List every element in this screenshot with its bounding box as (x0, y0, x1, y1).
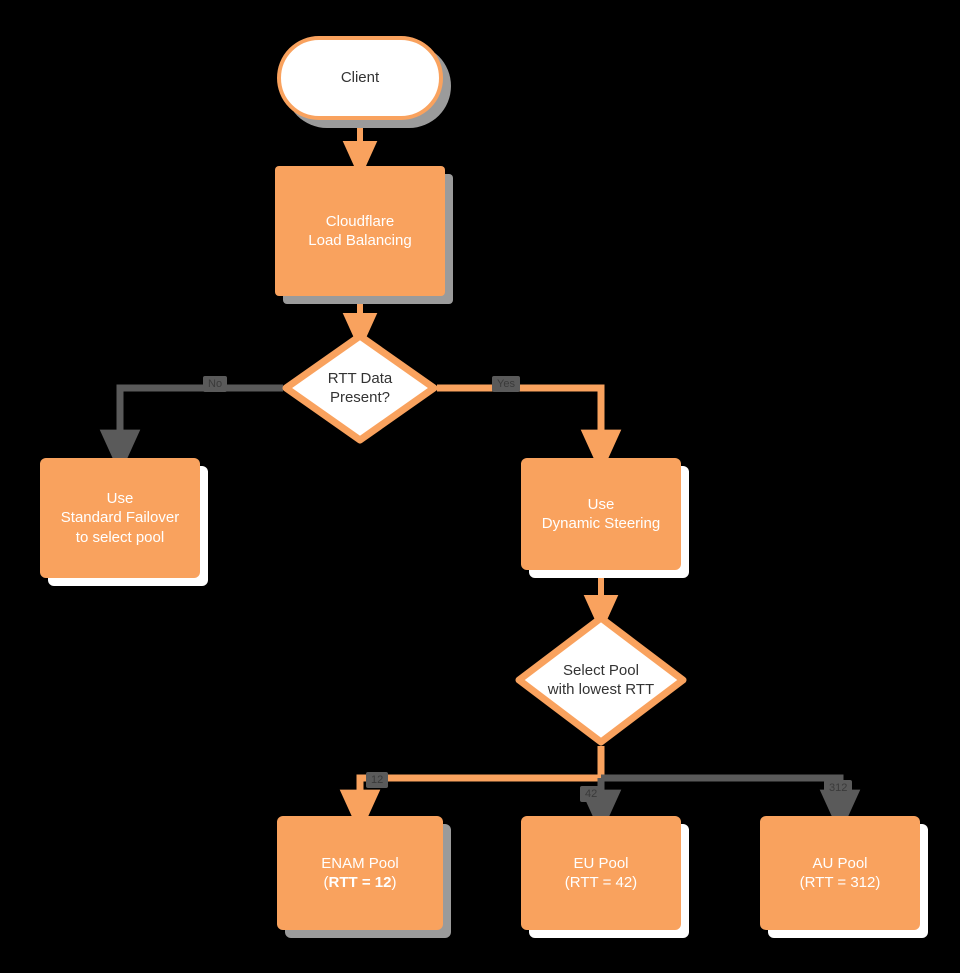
edge-rtt-yes-to-steering (437, 384, 622, 475)
node-select-pool[interactable]: Select Pool with lowest RTT (513, 612, 689, 748)
node-eu-pool-label: EU Pool (RTT = 42) (564, 854, 638, 891)
node-client[interactable]: Client (277, 36, 443, 120)
node-dynamic-steering-label: Use Dynamic Steering (541, 495, 661, 532)
node-au-pool[interactable]: AU Pool (RTT = 312) (760, 816, 920, 930)
edge-label-no-rtt: No (203, 376, 228, 393)
edge-rtt-no-to-failover (99, 384, 283, 475)
rtt-diamond-shape (282, 332, 438, 444)
node-eu-pool[interactable]: EU Pool (RTT = 42) (521, 816, 681, 930)
node-client-label: Client (340, 69, 380, 87)
edge-label-pick-enam: 12 (366, 772, 389, 789)
node-enam-pool-rtt: (RTT = 12) (323, 874, 397, 891)
edge-label-pick-au: 312 (824, 780, 853, 797)
node-cloudflare-load-balancing[interactable]: Cloudflare Load Balancing (275, 166, 445, 296)
node-standard-failover[interactable]: Use Standard Failover to select pool (40, 458, 200, 578)
edge-selectpool-to-enam (339, 746, 605, 835)
node-au-pool-label: AU Pool (RTT = 312) (799, 854, 881, 891)
select-pool-diamond-shape (515, 614, 687, 746)
node-rtt-data-present[interactable]: RTT Data Present? (278, 328, 442, 448)
node-standard-failover-label: Use Standard Failover to select pool (60, 490, 180, 546)
node-enam-pool-label: ENAM Pool (RTT = 12) (321, 854, 399, 891)
node-cloudflare-load-balancing-label: Cloudflare Load Balancing (308, 212, 412, 249)
node-dynamic-steering[interactable]: Use Dynamic Steering (521, 458, 681, 570)
edge-label-yes-rtt: Yes (492, 376, 520, 393)
edge-label-pick-eu: 42 (580, 786, 603, 803)
edge-selectpool-to-au (601, 774, 861, 835)
node-enam-pool[interactable]: ENAM Pool (RTT = 12) (277, 816, 443, 930)
